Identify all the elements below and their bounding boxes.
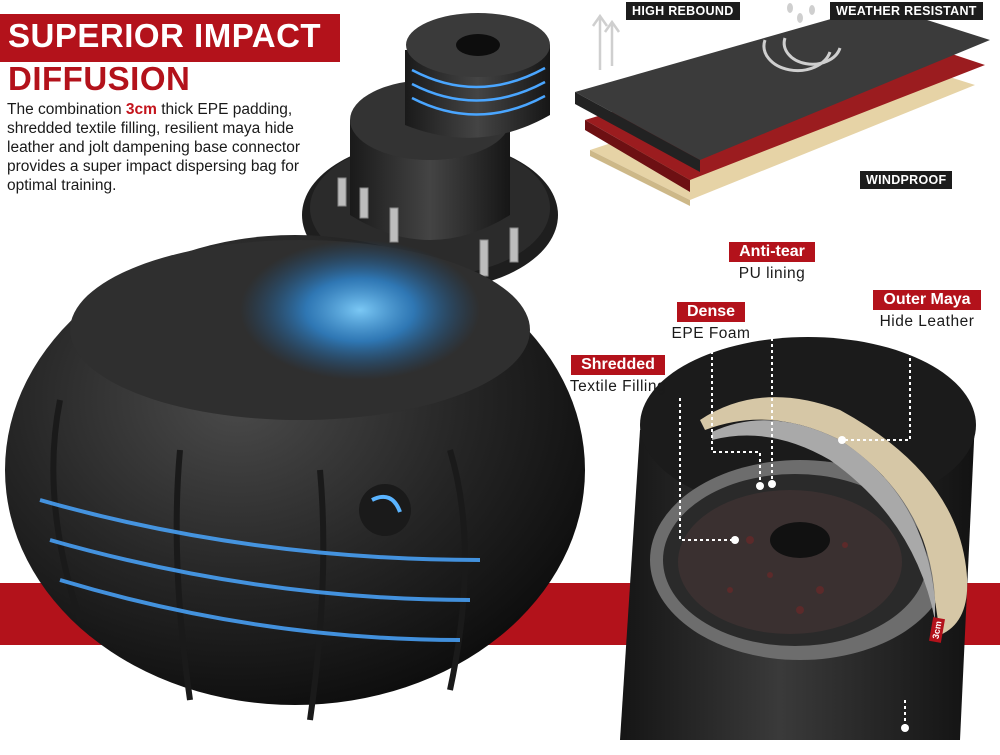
- description-text: The combination 3cm thick EPE padding, s…: [7, 100, 307, 195]
- bag-cutaway: [620, 337, 976, 740]
- label-outer-title: Outer Maya: [873, 290, 981, 310]
- rotate-arrows-icon: [762, 37, 842, 73]
- label-outer-sub: Hide Leather: [879, 313, 975, 330]
- rotation-arrow-icon: [371, 495, 402, 513]
- impact-dome: [5, 235, 585, 721]
- material-layers: [575, 5, 990, 206]
- label-dense: Dense EPE Foam: [645, 302, 777, 343]
- weather-resistant-tag: WEATHER RESISTANT: [830, 2, 983, 20]
- up-arrows-icon: [591, 13, 621, 70]
- label-shredded: Shredded Textile Filling: [556, 355, 680, 396]
- description-highlight: 3cm: [125, 101, 157, 118]
- rain-drops-icon: [787, 3, 815, 23]
- label-dense-title: Dense: [676, 302, 746, 322]
- label-dense-sub: EPE Foam: [671, 325, 751, 342]
- callout-lines: [679, 266, 911, 725]
- headline-line1: SUPERIOR IMPACT: [8, 17, 322, 54]
- label-shredded-title: Shredded: [571, 355, 665, 375]
- label-anti-tear-title: Anti-tear: [729, 242, 815, 262]
- label-anti-tear-sub: PU lining: [738, 265, 806, 282]
- label-outer: Outer Maya Hide Leather: [858, 290, 996, 331]
- label-shredded-sub: Textile Filling: [569, 378, 667, 395]
- headline-line2: DIFFUSION: [8, 60, 191, 97]
- windproof-tag: WINDPROOF: [860, 171, 953, 189]
- high-rebound-tag: HIGH REBOUND: [626, 2, 740, 20]
- headline-banner: [0, 14, 340, 62]
- description-after: thick EPE padding, shredded textile fill…: [7, 101, 300, 194]
- description-before: The combination: [7, 101, 126, 118]
- label-anti-tear: Anti-tear PU lining: [702, 242, 842, 283]
